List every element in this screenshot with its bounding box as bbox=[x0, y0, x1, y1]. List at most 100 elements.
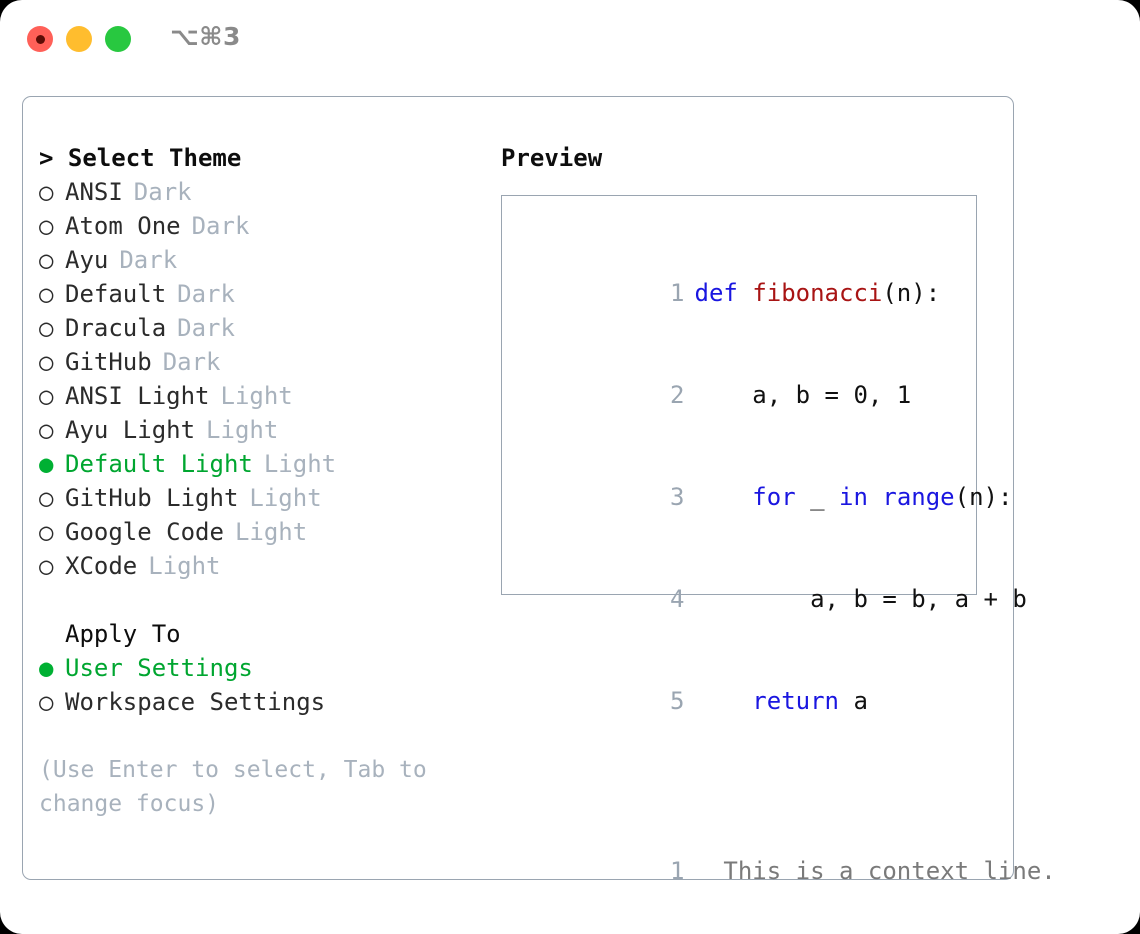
radio-icon: ○ bbox=[39, 416, 54, 444]
code-token: return bbox=[752, 687, 839, 715]
code-token: range bbox=[882, 483, 955, 511]
code-line: 5 return a bbox=[518, 650, 976, 752]
radio-icon-selected: ● bbox=[39, 654, 54, 682]
line-number: 1 bbox=[670, 279, 685, 307]
theme-name: Default Light bbox=[65, 450, 253, 478]
code-line: 3 for _ in range(n): bbox=[518, 446, 1012, 548]
code-token: a, b = b, a + b bbox=[694, 585, 1027, 613]
theme-list-item[interactable]: ○ Ayu Dark bbox=[39, 243, 489, 277]
theme-tag: Dark bbox=[119, 246, 178, 274]
apply-to-label: User Settings bbox=[65, 654, 253, 682]
theme-list-item[interactable]: ○ ANSI Light Light bbox=[39, 379, 489, 413]
minimize-button[interactable] bbox=[66, 26, 92, 52]
window-controls bbox=[27, 26, 131, 52]
theme-name: Default bbox=[65, 280, 167, 308]
code-line: 2 a, b = 0, 1 bbox=[518, 344, 976, 446]
radio-icon: ○ bbox=[39, 348, 54, 376]
code-token: in bbox=[839, 483, 868, 511]
line-number: 1 bbox=[670, 857, 685, 885]
radio-icon: ○ bbox=[39, 484, 54, 512]
diff-line: 1 This is a context line. bbox=[518, 820, 1056, 922]
theme-name: GitHub Light bbox=[65, 484, 239, 512]
preview-divider-space bbox=[518, 752, 976, 786]
theme-tag: Light bbox=[148, 552, 221, 580]
theme-list-item[interactable]: ○ ANSI Dark bbox=[39, 175, 489, 209]
theme-tag: Dark bbox=[191, 212, 250, 240]
radio-icon: ○ bbox=[39, 382, 54, 410]
title-bar: ⌥⌘3 bbox=[0, 0, 1140, 78]
radio-icon: ○ bbox=[39, 688, 54, 716]
code-token bbox=[695, 483, 753, 511]
code-token: def bbox=[694, 279, 738, 307]
diff-text: This is a context line. bbox=[694, 857, 1056, 885]
keyboard-hint-text: (Use Enter to select, Tab to change focu… bbox=[39, 757, 441, 817]
theme-list-item[interactable]: ○ Atom One Dark bbox=[39, 209, 489, 243]
preview-column: Preview 1 def fibonacci (n): 2 a, b = 0, 1… bbox=[501, 141, 1056, 885]
code-token bbox=[695, 687, 753, 715]
theme-tag: Light bbox=[249, 484, 322, 512]
theme-name: Dracula bbox=[65, 314, 167, 342]
code-token: a bbox=[839, 687, 868, 715]
theme-name: Ayu bbox=[65, 246, 109, 274]
radio-icon: ○ bbox=[39, 178, 54, 206]
radio-icon: ○ bbox=[39, 518, 54, 546]
theme-list-item[interactable]: ○ GitHub Dark bbox=[39, 345, 489, 379]
apply-to-item-workspace-settings[interactable]: ○ Workspace Settings bbox=[39, 685, 489, 719]
keyboard-shortcut-label: ⌥⌘3 bbox=[170, 22, 241, 51]
radio-icon-selected: ● bbox=[39, 450, 54, 478]
theme-tag: Dark bbox=[177, 314, 235, 342]
theme-list-item[interactable]: ○ GitHub Light Light bbox=[39, 481, 489, 515]
theme-list-item[interactable]: ○ Default Dark bbox=[39, 277, 489, 311]
theme-name: XCode bbox=[65, 552, 138, 580]
apply-to-list: ● User Settings ○ Workspace Settings bbox=[39, 651, 489, 719]
theme-list-item[interactable]: ○ Google Code Light bbox=[39, 515, 489, 549]
code-token: a, b = 0, 1 bbox=[694, 381, 912, 409]
hint-spacer bbox=[39, 719, 489, 753]
radio-icon: ○ bbox=[39, 212, 54, 240]
preview-box: 1 def fibonacci (n): 2 a, b = 0, 1 3 for _… bbox=[501, 195, 1056, 885]
apply-to-header: Apply To bbox=[65, 620, 181, 648]
line-number: 3 bbox=[670, 483, 685, 511]
radio-icon: ○ bbox=[39, 314, 54, 342]
apply-to-item-user-settings[interactable]: ● User Settings bbox=[39, 651, 489, 685]
main-panel: > Select Theme ○ ANSI Dark ○ Atom One Da… bbox=[22, 96, 1056, 885]
theme-tag: Dark bbox=[162, 348, 221, 376]
code-token: fibonacci bbox=[752, 279, 883, 307]
theme-tag: Dark bbox=[133, 178, 192, 206]
theme-tag: Dark bbox=[177, 280, 235, 308]
code-token bbox=[738, 279, 752, 307]
theme-selector-column: > Select Theme ○ ANSI Dark ○ Atom One Da… bbox=[39, 141, 489, 821]
theme-list: ○ ANSI Dark ○ Atom One Dark ○ Ayu Dark ○… bbox=[39, 175, 489, 583]
list-spacer bbox=[39, 583, 489, 617]
select-theme-header: > Select Theme bbox=[39, 144, 242, 172]
close-icon bbox=[35, 34, 45, 44]
theme-list-item-selected[interactable]: ● Default Light Light bbox=[39, 447, 489, 481]
code-line: 4 a, b = b, a + b bbox=[518, 548, 1027, 650]
zoom-button[interactable] bbox=[105, 26, 131, 52]
line-number: 4 bbox=[670, 585, 685, 613]
code-token: _ bbox=[795, 483, 840, 511]
theme-name: Google Code bbox=[65, 518, 224, 546]
code-token: for bbox=[752, 483, 796, 511]
theme-name: GitHub bbox=[65, 348, 152, 376]
code-token: (n): bbox=[954, 483, 1013, 511]
preview-divider-space bbox=[518, 786, 976, 820]
close-button[interactable] bbox=[27, 26, 53, 52]
theme-tag: Light bbox=[220, 382, 293, 410]
theme-name: Ayu Light bbox=[65, 416, 196, 444]
theme-name: ANSI bbox=[65, 178, 123, 206]
apply-to-label: Workspace Settings bbox=[65, 688, 326, 716]
code-token bbox=[868, 483, 882, 511]
theme-tag: Light bbox=[263, 450, 337, 478]
diff-line: 2- This line was deleted. bbox=[518, 922, 976, 934]
radio-icon: ○ bbox=[39, 246, 54, 274]
theme-list-item[interactable]: ○ Ayu Light Light bbox=[39, 413, 489, 447]
preview-header: Preview bbox=[501, 144, 603, 172]
radio-icon: ○ bbox=[39, 552, 54, 580]
theme-name: Atom One bbox=[65, 212, 181, 240]
theme-tag: Light bbox=[206, 416, 279, 444]
theme-list-item[interactable]: ○ Dracula Dark bbox=[39, 311, 489, 345]
theme-list-item[interactable]: ○ XCode Light bbox=[39, 549, 489, 583]
